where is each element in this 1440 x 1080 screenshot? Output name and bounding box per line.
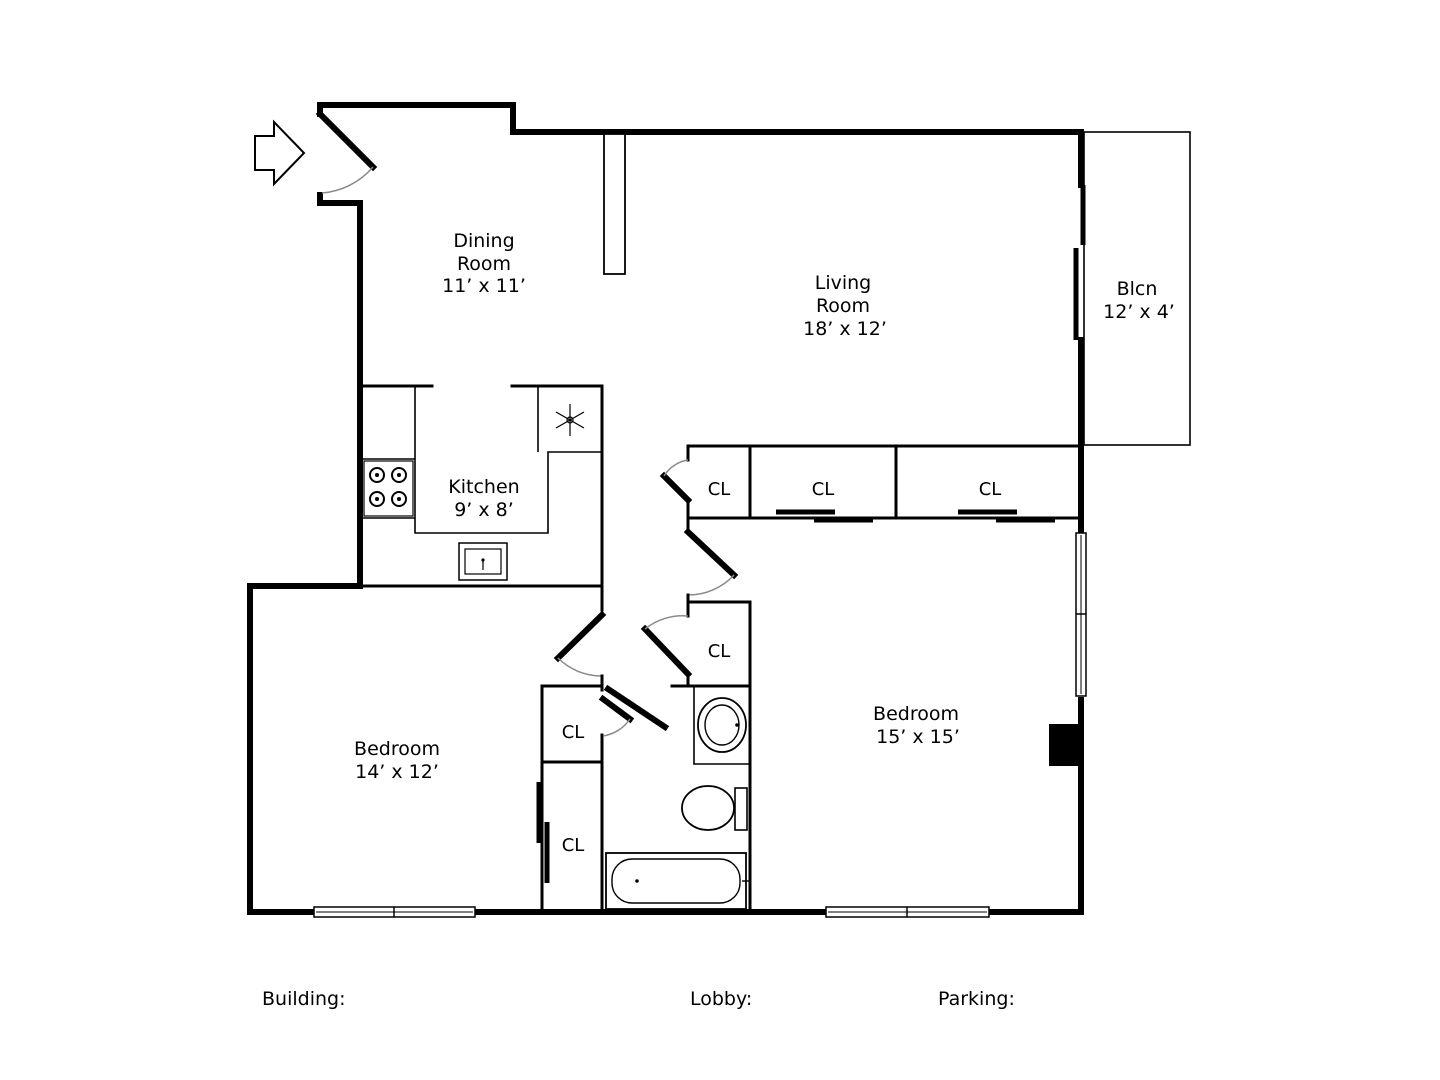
hallway-walls: [553, 516, 752, 914]
closet-label: CL: [708, 479, 731, 500]
svg-text:18’ x 12’: 18’ x 12’: [803, 318, 887, 340]
window-bedroom-side: [1075, 532, 1087, 697]
window-bedroom-right: [825, 906, 990, 918]
footer-lobby-label: Lobby:: [690, 988, 753, 1010]
entry-door-swing: [321, 166, 374, 194]
stove-burners-icon: [363, 460, 414, 517]
closet-label: CL: [708, 641, 731, 662]
bathtub-icon: [605, 852, 750, 910]
svg-text:12’ x 4’: 12’ x 4’: [1103, 301, 1175, 323]
svg-text:Bedroom: Bedroom: [354, 738, 440, 760]
bathroom-sink-icon: [697, 697, 747, 753]
svg-text:Bedroom: Bedroom: [873, 703, 959, 725]
room-label-bedroom-right: Bedroom 15’ x 15’: [873, 703, 960, 748]
room-label-balcony: Blcn 12’ x 4’: [1103, 278, 1175, 323]
cl1-door: [659, 471, 693, 505]
hall-closet-walls: [686, 444, 1083, 523]
hall-closet-2: [640, 600, 752, 688]
closet-label: CL: [979, 479, 1002, 500]
toilet-icon: [681, 785, 748, 831]
svg-text:Living: Living: [815, 272, 872, 294]
room-label-bedroom-left: Bedroom 14’ x 12’: [354, 738, 440, 783]
svg-text:Room: Room: [816, 295, 870, 317]
sink-icon: [458, 542, 508, 581]
footer-parking-label: Parking:: [938, 988, 1015, 1010]
svg-text:11’ x 11’: 11’ x 11’: [442, 275, 526, 297]
svg-text:Kitchen: Kitchen: [448, 476, 519, 498]
bathroom-walls: [536, 684, 750, 914]
svg-text:Dining: Dining: [453, 230, 514, 252]
column: [603, 133, 626, 275]
closet-label: CL: [562, 722, 585, 743]
footer-building-label: Building:: [262, 988, 346, 1010]
svg-text:Blcn: Blcn: [1117, 278, 1158, 300]
window-bedroom-left: [313, 906, 476, 918]
room-label-dining: Dining Room 11’ x 11’: [442, 230, 526, 297]
cl1-door-swing: [663, 459, 689, 477]
closet-label: CL: [562, 835, 585, 856]
closet-label: CL: [812, 479, 835, 500]
svg-text:9’ x 8’: 9’ x 8’: [454, 499, 514, 521]
room-label-kitchen: Kitchen 9’ x 8’: [448, 476, 519, 521]
svg-text:Room: Room: [457, 253, 511, 275]
svg-text:14’ x 12’: 14’ x 12’: [355, 761, 439, 783]
balcony-outline: [1083, 131, 1191, 446]
kitchen-walls: [360, 384, 604, 612]
snowflake-icon: [555, 404, 585, 436]
room-label-living: Living Room 18’ x 12’: [803, 272, 887, 340]
fireplace-icon: [1049, 724, 1078, 766]
svg-text:15’ x 15’: 15’ x 15’: [876, 726, 960, 748]
entry-arrow-icon: [254, 119, 306, 187]
